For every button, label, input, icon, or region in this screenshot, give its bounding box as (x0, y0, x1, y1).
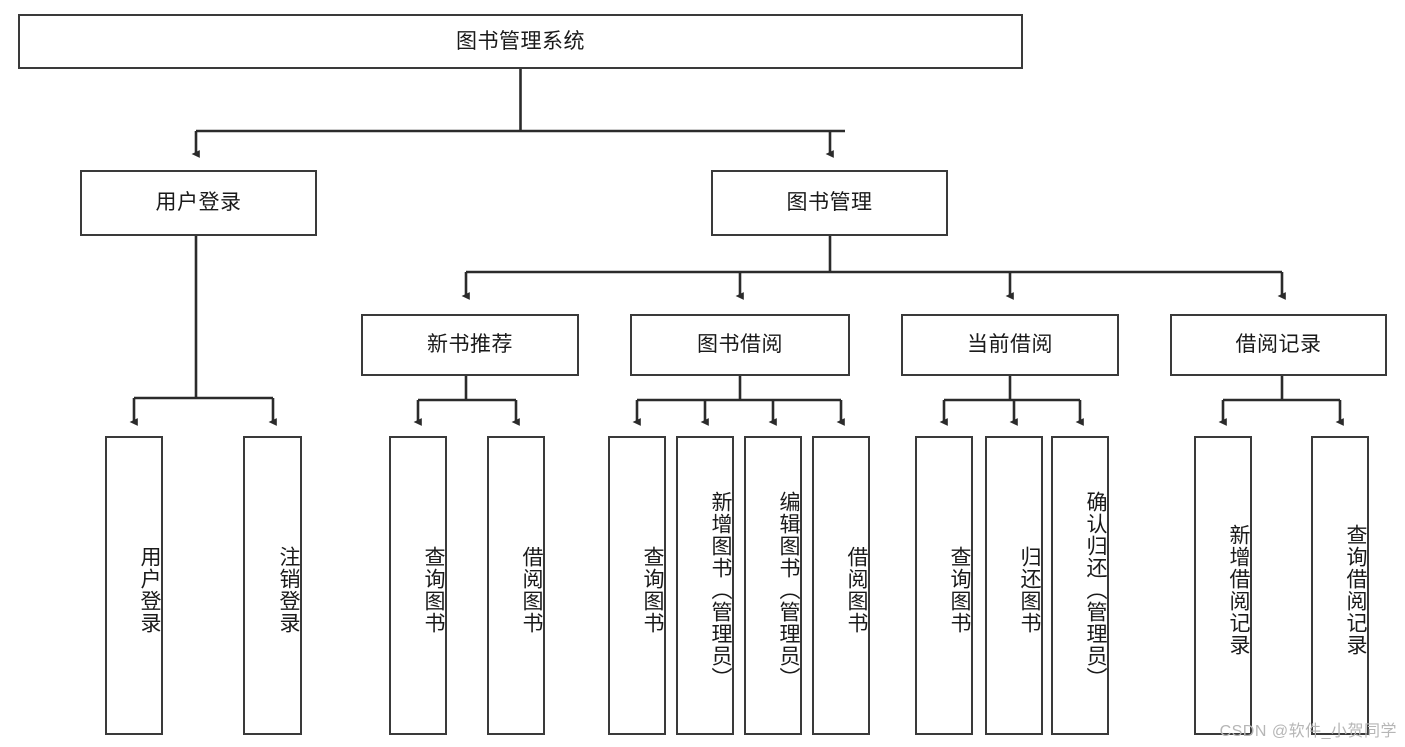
node-label: 图书借阅 (697, 333, 783, 357)
node-label: 查询图书 (422, 545, 445, 634)
node-label: 用户登录 (138, 545, 161, 634)
node-label: 编辑图书（管理员） (777, 490, 800, 689)
node-leaf-return-book[interactable]: 归还图书 (985, 436, 1043, 735)
node-book-borrow[interactable]: 图书借阅 (630, 314, 850, 376)
node-label: 图书管理 (786, 191, 873, 215)
node-leaf-query-book-2[interactable]: 查询图书 (608, 436, 666, 735)
node-user-login[interactable]: 用户登录 (80, 170, 317, 236)
node-label: 新增借阅记录 (1227, 523, 1250, 656)
node-label: 查询图书 (641, 545, 664, 634)
node-root-book-management-system[interactable]: 图书管理系统 (18, 14, 1023, 69)
node-leaf-query-book-3[interactable]: 查询图书 (915, 436, 973, 735)
node-label: 查询借阅记录 (1344, 523, 1367, 656)
node-label: 当前借阅 (967, 333, 1053, 357)
node-leaf-query-book-1[interactable]: 查询图书 (389, 436, 447, 735)
node-label: 用户登录 (155, 191, 242, 215)
node-label: 图书管理系统 (456, 29, 585, 53)
node-leaf-borrow-book-1[interactable]: 借阅图书 (487, 436, 545, 735)
node-leaf-add-book[interactable]: 新增图书（管理员） (676, 436, 734, 735)
node-leaf-edit-book[interactable]: 编辑图书（管理员） (744, 436, 802, 735)
node-label: 注销登录 (277, 545, 300, 634)
node-leaf-query-record[interactable]: 查询借阅记录 (1311, 436, 1369, 735)
node-label: 借阅图书 (845, 545, 868, 634)
node-label: 查询图书 (948, 545, 971, 634)
node-leaf-add-record[interactable]: 新增借阅记录 (1194, 436, 1252, 735)
node-label: 归还图书 (1018, 545, 1041, 634)
node-borrow-record[interactable]: 借阅记录 (1170, 314, 1387, 376)
node-label: 新增图书（管理员） (709, 490, 732, 689)
node-leaf-borrow-book-2[interactable]: 借阅图书 (812, 436, 870, 735)
csdn-watermark: CSDN @软件_小贺同学 (1219, 723, 1397, 740)
node-new-book-recommend[interactable]: 新书推荐 (361, 314, 579, 376)
node-leaf-user-login[interactable]: 用户登录 (105, 436, 163, 735)
node-book-management[interactable]: 图书管理 (711, 170, 948, 236)
node-label: 借阅记录 (1235, 333, 1322, 357)
node-label: 新书推荐 (427, 333, 513, 357)
node-label: 确认归还（管理员） (1084, 490, 1107, 689)
node-leaf-confirm-return[interactable]: 确认归还（管理员） (1051, 436, 1109, 735)
node-label: 借阅图书 (520, 545, 543, 634)
node-leaf-logout-login[interactable]: 注销登录 (243, 436, 302, 735)
node-current-borrow[interactable]: 当前借阅 (901, 314, 1119, 376)
